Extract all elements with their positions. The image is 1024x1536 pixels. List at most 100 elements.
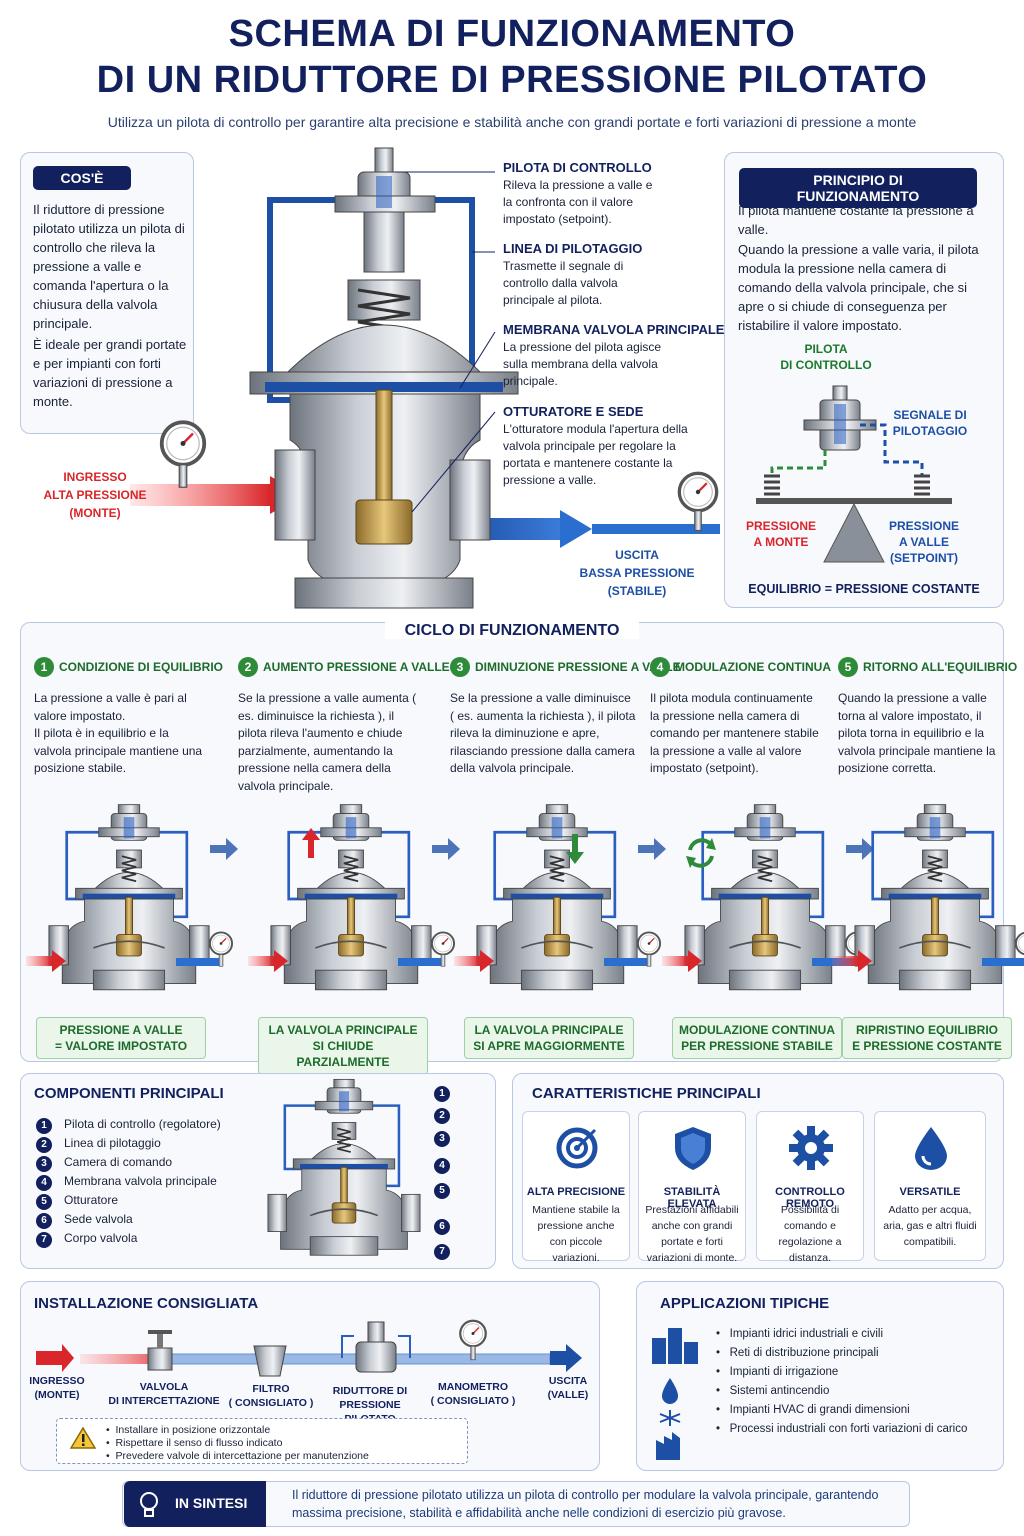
- step-4-modulation-icon: [686, 838, 716, 868]
- install-outlet-arrow: [550, 1344, 582, 1372]
- component-marker-1: 1: [434, 1086, 450, 1102]
- step-5-number: 5: [838, 657, 858, 677]
- cose-text-2: È ideale per grandi portate e per impian…: [33, 337, 187, 409]
- component-label: Corpo valvola: [64, 1231, 138, 1245]
- componenti-valve-diagram: [266, 1078, 422, 1257]
- feature-text: Possibilità di comando e regolazione a d…: [778, 1204, 842, 1264]
- step-1-outlet-gauge: [176, 931, 234, 968]
- step-5-text: Quando la pressione a valle torna al val…: [838, 691, 996, 775]
- application-item-1: • Impianti idrici industriali e civili: [716, 1328, 884, 1340]
- feature-title: ALTA PRECISIONE: [526, 1186, 626, 1198]
- feature-card-4: VERSATILE Adatto per acqua, aria, gas e …: [874, 1111, 986, 1261]
- step-3-badge: LA VALVOLA PRINCIPALE SI APRE MAGGIORMEN…: [464, 1017, 634, 1059]
- shutoff-valve-icon: [147, 1347, 173, 1371]
- warning-icon: [70, 1427, 96, 1449]
- gear-icon: [789, 1126, 833, 1170]
- component-marker-4: 4: [434, 1158, 450, 1174]
- feature-card-2: STABILITÀ ELEVATA Prestazioni affidabili…: [638, 1111, 746, 1264]
- step-1-head: 1 CONDIZIONE DI EQUILIBRIO: [34, 657, 223, 677]
- ciclo-title: CICLO DI FUNZIONAMENTO: [384, 622, 640, 639]
- callout-membrana-head: MEMBRANA VALVOLA PRINCIPALE: [503, 322, 725, 337]
- callout-linea-head: LINEA DI PILOTAGGIO: [503, 241, 643, 256]
- application-text: Processi industriali con forti variazion…: [729, 1423, 968, 1435]
- step-2-title: AUMENTO PRESSIONE A VALLE: [263, 660, 450, 674]
- install-filter-label: FILTRO ( CONSIGLIATO ): [228, 1383, 314, 1409]
- step-1-title: CONDIZIONE DI EQUILIBRIO: [59, 660, 224, 674]
- step-2-outlet-gauge: [398, 931, 456, 968]
- feature-title: STABILITÀ ELEVATA: [663, 1186, 721, 1210]
- balance-signal-label: SEGNALE DI PILOTAGGIO: [892, 408, 968, 438]
- page-subtitle: Utilizza un pilota di controllo per gara…: [107, 114, 917, 130]
- install-note-3: • Prevedere valvole di intercettazione p…: [106, 1450, 369, 1462]
- install-note-text: Installare in posizione orizzontale: [115, 1424, 271, 1436]
- sintesi-text: Il riduttore di pressione pilotato utili…: [292, 1488, 879, 1520]
- step-3-next-arrow: [638, 838, 666, 860]
- application-text: Impianti di irrigazione: [729, 1366, 839, 1378]
- callout-pilota-text: Rileva la pressione a valle e la confron…: [503, 178, 653, 226]
- balance-pilot-label: PILOTA DI CONTROLLO: [780, 342, 872, 372]
- install-valve-label: VALVOLA DI INTERCETTAZIONE: [108, 1381, 220, 1407]
- install-note-1: • Installare in posizione orizzontale: [106, 1424, 271, 1436]
- lightbulb-icon: [140, 1492, 158, 1517]
- water-drop-icon: [915, 1127, 947, 1170]
- step-3-title: DIMINUZIONE PRESSIONE A VALLE: [475, 660, 681, 674]
- step-2-number: 2: [238, 657, 258, 677]
- principio-label: PRINCIPIO DI FUNZIONAMENTO: [739, 168, 977, 208]
- componenti-panel: [20, 1073, 496, 1269]
- install-note-text: Rispettare il senso di flusso indicato: [115, 1437, 283, 1449]
- step-2-badge: LA VALVOLA PRINCIPALE SI CHIUDE PARZIALM…: [258, 1017, 428, 1075]
- component-item-4: 4 Membrana valvola principale: [36, 1174, 217, 1191]
- application-item-4: • Sistemi antincendio: [716, 1385, 830, 1397]
- callout-otturatore-head: OTTURATORE E SEDE: [503, 404, 644, 419]
- component-number: 6: [36, 1213, 52, 1229]
- application-item-3: • Impianti di irrigazione: [716, 1366, 839, 1378]
- step-3-pressure-down-icon: [566, 834, 584, 864]
- component-label: Membrana valvola principale: [64, 1174, 217, 1188]
- step-1-text: La pressione a valle è pari al valore im…: [34, 691, 203, 775]
- feature-title: VERSATILE: [899, 1186, 961, 1198]
- step-4-inlet-arrow: [662, 950, 702, 972]
- application-text: Impianti HVAC di grandi dimensioni: [729, 1404, 910, 1416]
- componenti-title: COMPONENTI PRINCIPALI: [34, 1085, 224, 1102]
- component-number: 5: [36, 1194, 52, 1210]
- step-1-inlet-arrow: [26, 950, 66, 972]
- step-4-text: Il pilota modula continuamente la pressi…: [650, 691, 819, 775]
- principio-text-2: Quando la pressione a valle varia, il pi…: [738, 242, 979, 333]
- cose-panel: [20, 152, 194, 434]
- main-valve-diagram: [130, 147, 720, 609]
- outlet-label: USCITA BASSA PRESSIONE (STABILE): [579, 548, 695, 598]
- drop-icon: [662, 1378, 678, 1404]
- component-label: Pilota di controllo (regolatore): [64, 1117, 221, 1131]
- step-5-badge: RIPRISTINO EQUILIBRIO E PRESSIONE COSTAN…: [842, 1017, 1012, 1059]
- step-5-title: RITORNO ALL'EQUILIBRIO: [863, 660, 1018, 674]
- step-4-number: 4: [650, 657, 670, 677]
- step-2-head: 2 AUMENTO PRESSIONE A VALLE: [238, 657, 450, 677]
- step-1-number: 1: [34, 657, 54, 677]
- callout-linea-text: Trasmette il segnale di controllo dalla …: [503, 259, 624, 307]
- reducer-icon: [355, 1341, 397, 1373]
- applicazioni-icons: [652, 1328, 698, 1460]
- principio-text-1: Il pilota mantiene costante la pressione…: [738, 203, 974, 237]
- install-reducer-label: RIDUTTORE DI PRESSIONE PILOTATO: [332, 1385, 408, 1425]
- component-label: Camera di comando: [64, 1155, 173, 1169]
- application-item-2: • Reti di distribuzione principali: [716, 1347, 879, 1359]
- installazione-pipeline: [36, 1321, 582, 1377]
- caratteristiche-title: CARATTERISTICHE PRINCIPALI: [532, 1085, 761, 1102]
- component-marker-6: 6: [434, 1219, 450, 1235]
- component-number: 4: [36, 1175, 52, 1191]
- callout-pilota-head: PILOTA DI CONTROLLO: [503, 160, 652, 175]
- component-marker-5: 5: [434, 1183, 450, 1199]
- ciclo-panel: [20, 622, 1004, 1062]
- step-2-next-arrow: [432, 838, 460, 860]
- installazione-title: INSTALLAZIONE CONSIGLIATA: [34, 1295, 259, 1312]
- application-item-5: • Impianti HVAC di grandi dimensioni: [716, 1404, 910, 1416]
- inlet-flow-arrow: [130, 484, 270, 506]
- step-2-text: Se la pressione a valle aumenta ( es. di…: [238, 691, 417, 793]
- sprinkler-icon: [659, 1410, 681, 1426]
